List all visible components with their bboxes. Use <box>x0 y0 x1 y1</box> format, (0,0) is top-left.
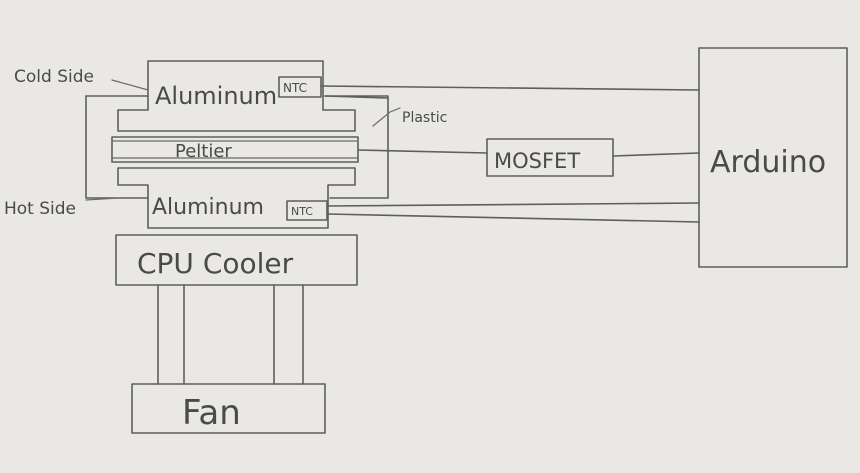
aluminum-block-top <box>117 60 356 132</box>
arduino-box <box>698 47 848 268</box>
fan-box <box>131 383 326 434</box>
hot-side-leader <box>85 197 119 201</box>
aluminum-block-bottom <box>117 167 356 229</box>
plastic-enclosure-right <box>324 95 389 199</box>
ntc-bottom-label: NTC <box>291 205 313 218</box>
mosfet-label: MOSFET <box>494 149 580 173</box>
wire-ntc-top-return <box>324 95 388 99</box>
mosfet-box <box>486 138 614 177</box>
wire-ntc-bottom-return <box>326 213 700 223</box>
plastic-leader-line <box>372 107 401 127</box>
wire-ntc-top-to-arduino <box>320 85 700 91</box>
ntc-sensor-bottom <box>286 200 328 221</box>
aluminum-bottom-label: Aluminum <box>152 195 264 220</box>
hot-side-label: Hot Side <box>4 199 76 219</box>
peltier-label: Peltier <box>175 141 232 162</box>
wire-mosfet-to-arduino <box>612 152 700 157</box>
cold-side-leader <box>111 79 149 91</box>
fan-label: Fan <box>182 393 241 433</box>
cpu-cooler-box <box>115 234 358 286</box>
plastic-label: Plastic <box>402 110 447 126</box>
cold-side-label: Cold Side <box>14 67 94 87</box>
aluminum-top-label: Aluminum <box>155 82 277 110</box>
wire-peltier-to-mosfet <box>357 149 488 154</box>
ntc-sensor-top <box>278 76 322 98</box>
cpu-cooler-label: CPU Cooler <box>137 247 294 280</box>
ntc-top-label: NTC <box>283 81 307 95</box>
wire-ntc-bottom-to-arduino <box>326 202 700 207</box>
arduino-label: Arduino <box>710 145 826 180</box>
